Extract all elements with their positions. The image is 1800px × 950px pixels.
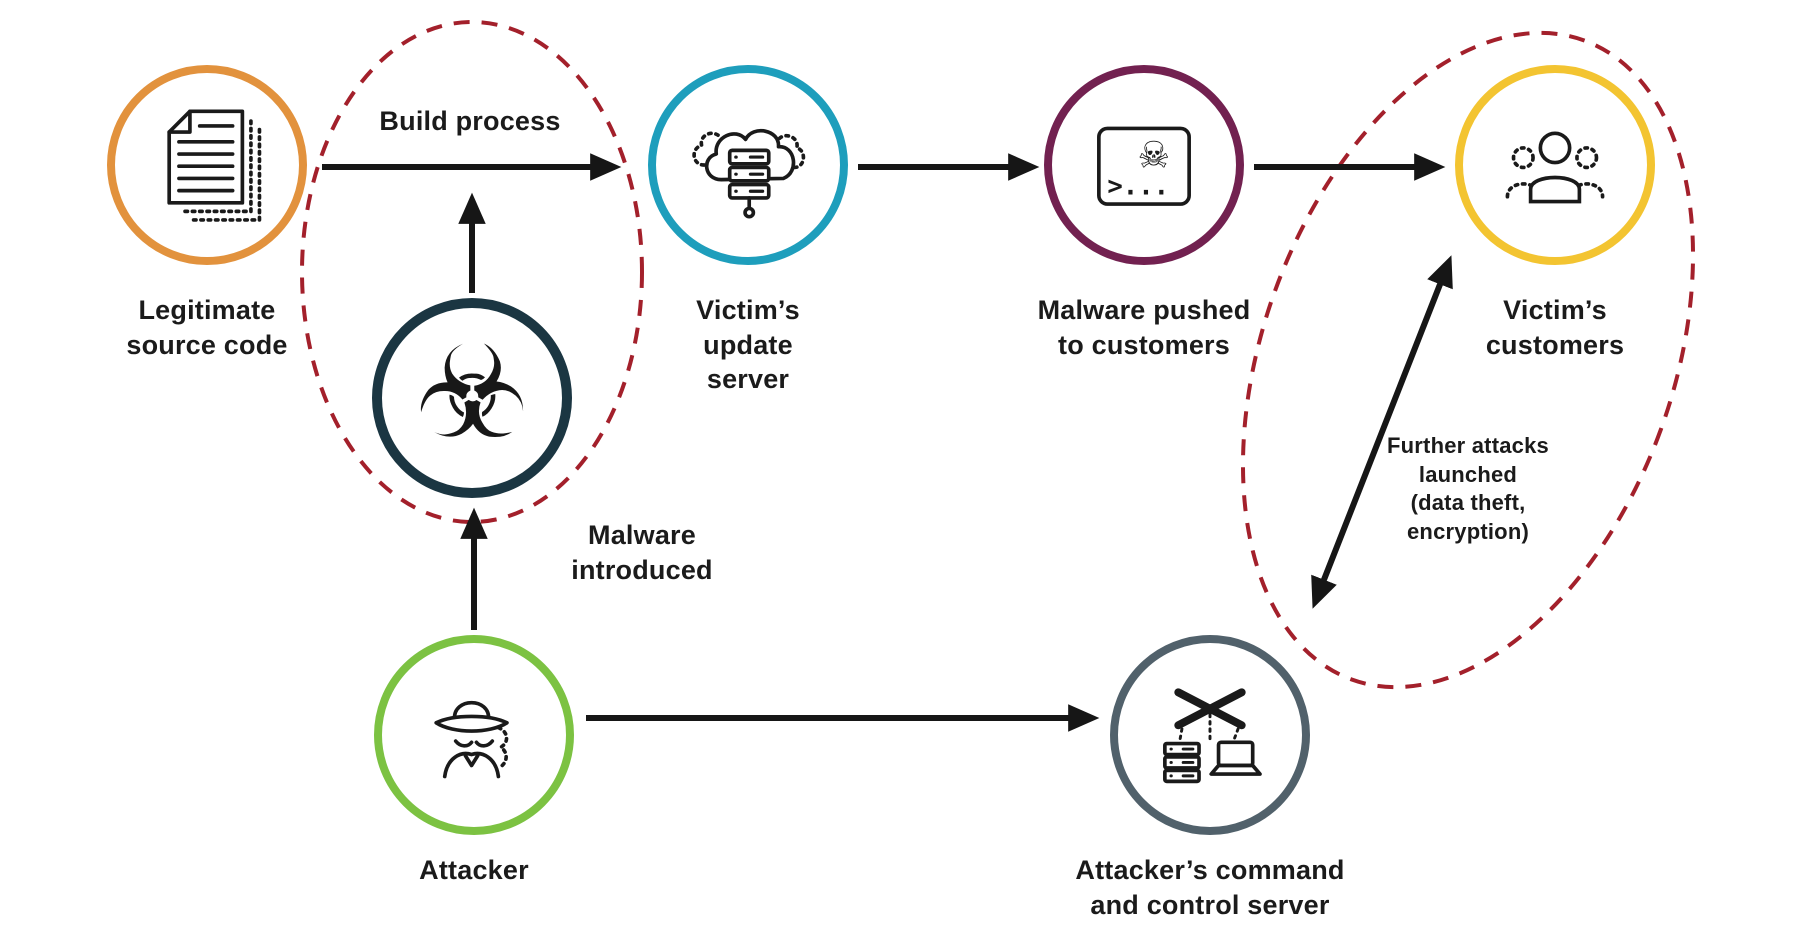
label-malware-pushed: Malware pushed to customers [1037,295,1251,360]
spy-icon [434,701,509,779]
malware-terminal-icon: ☠ >... [1097,126,1191,206]
label-legitimate-source-code: Legitimate source code [126,295,288,360]
cloud-server-icon [692,128,806,219]
node-malware: ☣ [372,298,572,498]
label-cc-server: Attacker’s command and control server [1075,855,1345,920]
node-attacker [374,635,574,835]
further-attacks-ellipse [1240,30,1696,690]
customers-icon [1505,131,1605,204]
label-malware-introduced: Malware introduced [571,520,713,585]
command-control-icon [1163,688,1262,784]
malware-bug-glyph: ☠ [1137,133,1170,176]
node-victims-customers [1455,65,1655,265]
node-cc-server [1110,635,1310,835]
node-legitimate-source-code [107,65,307,265]
terminal-prompt-text: >... [1107,171,1169,201]
biohazard-icon: ☣ [414,319,530,468]
label-further-attacks: Further attacks launched (data theft, en… [1387,433,1549,544]
label-victims-customers: Victim’s customers [1485,295,1625,360]
arrow-cc-to-customers-bidirectional [1311,255,1453,609]
label-attacker: Attacker [419,855,529,885]
malware-introduced-ellipse [300,20,644,524]
document-icon [167,109,262,222]
label-build-process: Build process [379,106,561,136]
node-victims-update-server [648,65,848,265]
node-malware-pushed: ☠ >... [1044,65,1244,265]
label-victims-update-server: Victim’s update server [696,295,800,395]
